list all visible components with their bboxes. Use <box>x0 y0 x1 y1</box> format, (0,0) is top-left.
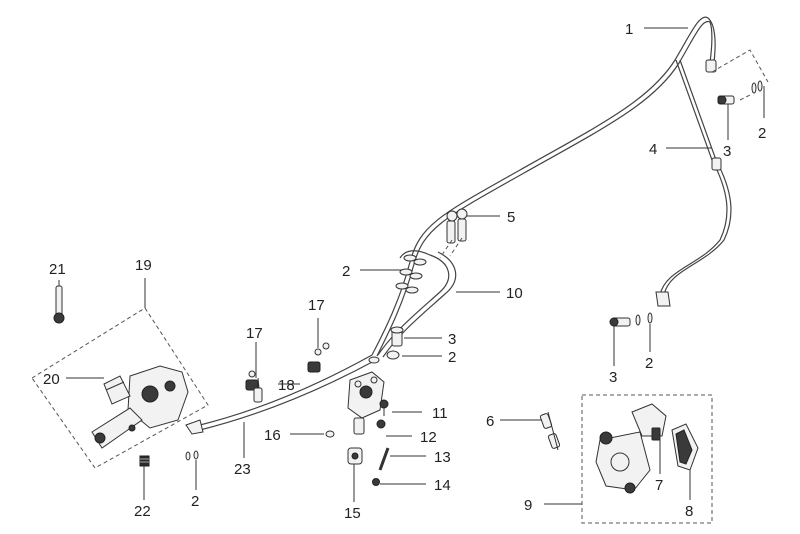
callout-20: 20 <box>43 371 60 388</box>
banjo-bolt-3-lower-right <box>609 317 631 327</box>
callout-6: 6 <box>486 413 494 430</box>
banjo-bolt-group-5 <box>446 208 468 244</box>
callout-10: 10 <box>506 285 523 302</box>
callout-5: 5 <box>507 209 515 226</box>
callout-18: 18 <box>278 377 295 394</box>
callout-8: 8 <box>685 503 693 520</box>
clamp-18 <box>253 387 263 403</box>
callout-23: 23 <box>234 461 251 478</box>
screw-12 <box>376 419 386 429</box>
callout-2-lower-right: 2 <box>645 355 653 372</box>
reservoir-20 <box>103 375 131 405</box>
master-cylinder-19 <box>91 365 189 449</box>
callout-16: 16 <box>264 427 281 444</box>
callout-11: 11 <box>432 405 448 422</box>
callout-4: 4 <box>649 141 657 158</box>
callout-2-upper-right: 2 <box>758 125 766 142</box>
callout-14: 14 <box>434 477 451 494</box>
callout-15: 15 <box>344 505 361 522</box>
callout-3-lower-right: 3 <box>609 369 617 386</box>
pin-14 <box>372 478 380 486</box>
brake-hose-10 <box>377 250 457 358</box>
oring-16 <box>325 430 335 438</box>
washer-2-lower-right <box>635 312 653 326</box>
callout-2-bottom-left: 2 <box>191 493 199 510</box>
leader-lines <box>58 27 765 505</box>
group-box-19 <box>31 307 209 469</box>
callout-17-right: 17 <box>308 297 325 314</box>
bolt-21 <box>53 285 65 324</box>
spring-pin-13 <box>378 447 390 471</box>
callout-2-center: 2 <box>448 349 456 366</box>
callout-13: 13 <box>434 449 451 466</box>
callout-3-upper-right: 3 <box>723 143 731 160</box>
callout-7: 7 <box>655 477 663 494</box>
banjo-bolt-3-upper-right <box>717 95 735 105</box>
pins-6 <box>539 411 561 451</box>
callout-21: 21 <box>49 261 66 278</box>
washer-2-bottom-left <box>185 450 199 461</box>
clamp-17-right <box>307 342 330 373</box>
callout-1: 1 <box>625 21 633 38</box>
callout-3-center: 3 <box>448 331 456 348</box>
screw-11 <box>379 399 389 416</box>
caliper-body-9 <box>595 431 651 494</box>
bracket-7 <box>631 403 667 441</box>
spring-22 <box>139 455 150 467</box>
callout-12: 12 <box>420 429 437 446</box>
banjo-bolt-3-center <box>390 326 404 347</box>
brake-hose-23 <box>185 354 377 435</box>
brake-pads-8 <box>671 423 699 471</box>
washer-2-center <box>368 350 400 364</box>
callout-17-left: 17 <box>246 325 263 342</box>
valve-assembly-15 <box>347 371 385 465</box>
group-box-9 <box>581 394 713 524</box>
callout-2-junction: 2 <box>342 263 350 280</box>
brake-pipe-4 <box>655 59 732 307</box>
washer-group-2-upper <box>395 254 427 294</box>
callout-22: 22 <box>134 503 151 520</box>
washer-2-upper-right <box>751 80 763 94</box>
callout-9: 9 <box>524 497 532 514</box>
callout-19: 19 <box>135 257 152 274</box>
